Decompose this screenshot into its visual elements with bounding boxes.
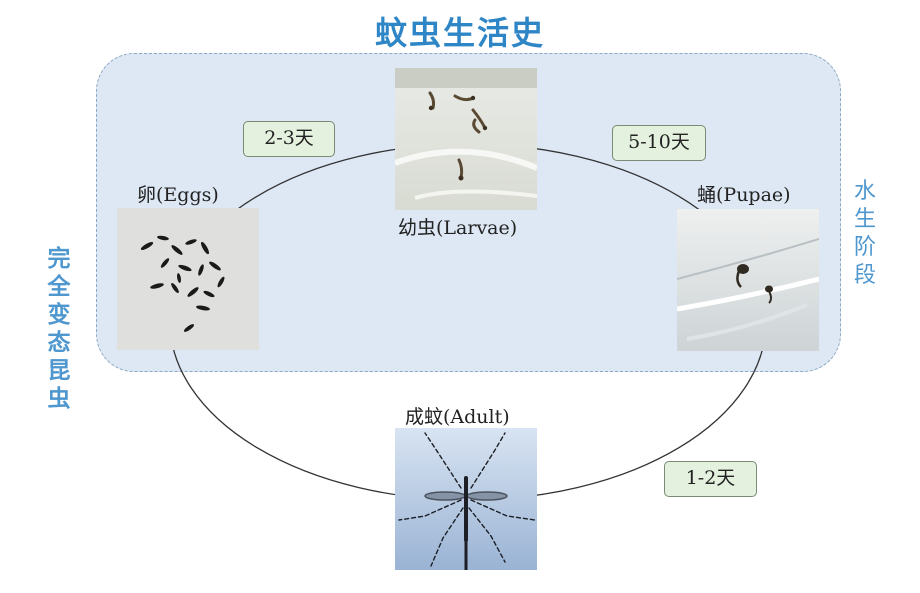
metamorphosis-label: 完全变态昆虫 bbox=[47, 246, 71, 412]
pupae-photo bbox=[677, 209, 819, 351]
larvae-photo bbox=[395, 68, 537, 210]
duration-larvae-to-pupae: 5-10天 bbox=[612, 125, 706, 161]
duration-pupae-to-adult: 1-2天 bbox=[664, 461, 757, 497]
duration-eggs-to-larvae: 2-3天 bbox=[243, 121, 335, 157]
stage-label-adult: 成蚊(Adult) bbox=[405, 406, 510, 428]
stage-label-eggs: 卵(Eggs) bbox=[137, 184, 219, 206]
stage-label-larvae: 幼虫(Larvae) bbox=[398, 217, 518, 239]
adult-photo bbox=[395, 428, 537, 570]
stage-label-pupae: 蛹(Pupae) bbox=[697, 184, 791, 206]
aquatic-stage-label: 水生阶段 bbox=[853, 179, 876, 288]
diagram-title: 蚊虫生活史 bbox=[374, 14, 545, 52]
eggs-photo bbox=[117, 208, 259, 350]
